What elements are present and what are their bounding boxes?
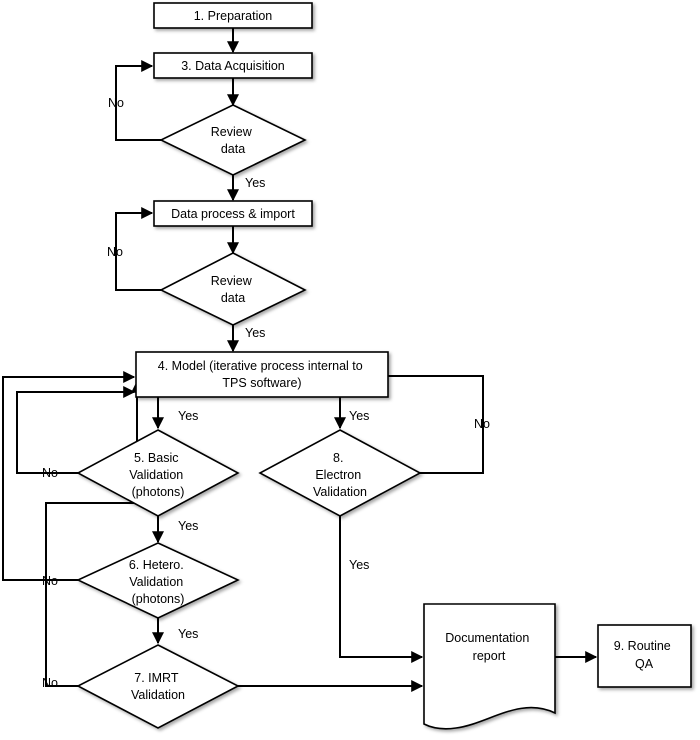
connectors xyxy=(2,28,598,692)
line-imrt-no-to-basic xyxy=(45,502,137,687)
edge-label-electron-no: No xyxy=(474,417,490,431)
arrow-hetero-no-loop xyxy=(2,371,136,581)
hetero-validation-decision xyxy=(76,542,240,619)
review-data-2-decision xyxy=(159,252,307,326)
hetero-validation-label: 6. Hetero. Validation (photons) xyxy=(129,558,187,606)
edge-label-imrt-no: No xyxy=(42,676,58,690)
arrow-electron-yes xyxy=(339,516,424,663)
electron-validation-label: 8. Electron Validation xyxy=(313,451,367,499)
edge-label-basic-no: No xyxy=(42,466,58,480)
preparation-box xyxy=(153,2,313,29)
edge-labels: No Yes No Yes Yes Yes No No Yes No Yes N… xyxy=(42,96,490,690)
edge-label-basic-yes: Yes xyxy=(178,519,198,533)
imrt-validation-decision xyxy=(76,644,240,729)
data-process-label: Data process & import xyxy=(171,207,295,221)
basic-validation-decision xyxy=(76,429,240,517)
model-box xyxy=(135,351,389,398)
model-label: 4. Model (iterative process internal to … xyxy=(158,359,366,390)
documentation-report-label: Documentation report xyxy=(445,631,533,663)
review-data-1-label: Review data xyxy=(211,125,255,156)
node-labels: 1. Preparation 3. Data Acquisition Revie… xyxy=(129,9,674,702)
review-data-2-label: Review data xyxy=(211,274,255,305)
data-acquisition-label: 3. Data Acquisition xyxy=(181,59,285,73)
shapes xyxy=(76,2,692,730)
edge-label-model-yes-basic: Yes xyxy=(178,409,198,423)
data-acquisition-box xyxy=(153,52,313,79)
review-data-1-decision xyxy=(159,104,307,176)
edge-label-model-yes-electron: Yes xyxy=(349,409,369,423)
routine-qa-label: 9. Routine QA xyxy=(614,639,674,671)
edge-label-review2-no: No xyxy=(107,245,123,259)
edge-label-hetero-no: No xyxy=(42,574,58,588)
imrt-validation-label: 7. IMRT Validation xyxy=(131,671,185,702)
data-process-box xyxy=(153,200,313,227)
edge-label-hetero-yes: Yes xyxy=(178,627,198,641)
preparation-label: 1. Preparation xyxy=(194,9,273,23)
arrow-review1-no-loop xyxy=(115,60,161,141)
edge-label-electron-yes: Yes xyxy=(349,558,369,572)
electron-validation-decision xyxy=(258,429,422,517)
arrow-basic-no-loop-a xyxy=(16,386,136,474)
basic-validation-label: 5. Basic Validation (photons) xyxy=(129,451,186,499)
edge-label-review1-yes: Yes xyxy=(245,176,265,190)
documentation-report-shape xyxy=(423,603,556,730)
arrow-electron-no-loop xyxy=(372,370,484,474)
edge-label-review2-yes: Yes xyxy=(245,326,265,340)
arrow-review2-no-loop xyxy=(115,207,161,291)
edge-label-review1-no: No xyxy=(108,96,124,110)
routine-qa-box xyxy=(597,624,692,688)
